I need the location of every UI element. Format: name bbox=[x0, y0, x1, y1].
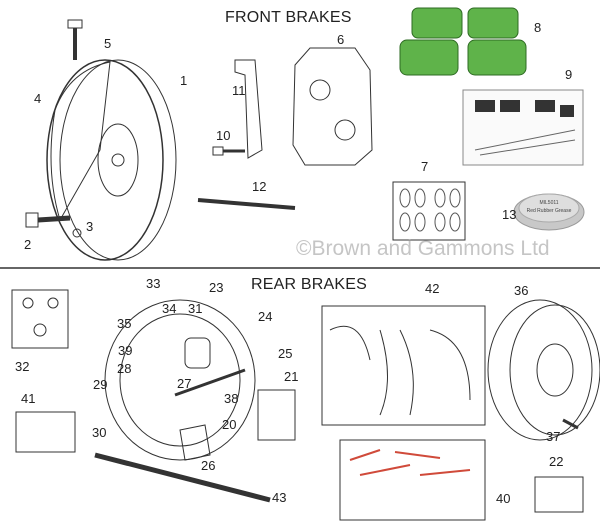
callout-7: 7 bbox=[421, 159, 429, 174]
callout-21: 21 bbox=[284, 369, 299, 384]
fitting-kit-9 bbox=[462, 89, 584, 166]
screw-37 bbox=[562, 418, 579, 430]
callout-37: 37 bbox=[546, 429, 561, 444]
bracket-11 bbox=[234, 59, 263, 159]
callout-36: 36 bbox=[514, 283, 529, 298]
grease-tin-code: MIL5011 bbox=[539, 200, 559, 206]
bolt-5 bbox=[67, 19, 83, 60]
grease-tin-label: Red Rubber Grease bbox=[526, 208, 572, 214]
washer-3 bbox=[72, 228, 82, 238]
callout-38: 38 bbox=[224, 391, 239, 406]
spring-kit-40 bbox=[339, 439, 486, 521]
callout-34: 34 bbox=[162, 301, 177, 316]
callout-31: 31 bbox=[188, 301, 203, 316]
callout-42: 42 bbox=[425, 281, 440, 296]
callout-13: 13 bbox=[502, 207, 517, 222]
callout-43: 43 bbox=[272, 490, 287, 505]
front-brakes-title: FRONT BRAKES bbox=[225, 9, 352, 26]
callout-2: 2 bbox=[24, 237, 32, 252]
grease-tin-13 bbox=[513, 193, 585, 231]
callout-30: 30 bbox=[92, 425, 107, 440]
brake-hose-12 bbox=[197, 198, 296, 210]
adjuster-38 bbox=[174, 368, 246, 397]
caliper-6 bbox=[292, 47, 373, 166]
callout-12: 12 bbox=[252, 179, 267, 194]
callout-33: 33 bbox=[146, 276, 161, 291]
brake-hose-43 bbox=[94, 452, 271, 503]
callout-22: 22 bbox=[549, 454, 564, 469]
callout-40: 40 bbox=[496, 491, 511, 506]
callout-3: 3 bbox=[86, 219, 94, 234]
disc-shield-4 bbox=[50, 61, 111, 222]
brake-pads-8 bbox=[399, 7, 527, 76]
callout-27: 27 bbox=[177, 376, 192, 391]
repair-kit-32 bbox=[11, 289, 69, 349]
callout-28: 28 bbox=[117, 361, 132, 376]
callout-9: 9 bbox=[565, 67, 573, 82]
callout-39: 39 bbox=[118, 343, 133, 358]
wheel-cylinder-31 bbox=[184, 337, 211, 369]
brake-disc-1 bbox=[46, 59, 177, 261]
callout-26: 26 bbox=[201, 458, 216, 473]
callout-5: 5 bbox=[104, 36, 112, 51]
callout-25: 25 bbox=[278, 346, 293, 361]
bolt-10 bbox=[212, 146, 245, 156]
callout-1: 1 bbox=[180, 73, 188, 88]
rear-brakes-title: REAR BRAKES bbox=[251, 276, 368, 293]
backplate-20 bbox=[104, 299, 256, 461]
callout-41: 41 bbox=[21, 391, 36, 406]
callout-10: 10 bbox=[216, 128, 231, 143]
bracket-21 bbox=[257, 389, 296, 441]
callout-4: 4 bbox=[34, 91, 42, 106]
callout-6: 6 bbox=[337, 32, 345, 47]
callout-32: 32 bbox=[15, 359, 30, 374]
kit-22 bbox=[534, 476, 584, 513]
bolt-2 bbox=[25, 212, 71, 228]
callout-35: 35 bbox=[117, 316, 132, 331]
callout-24: 24 bbox=[258, 309, 273, 324]
callout-8: 8 bbox=[534, 20, 542, 35]
callout-11: 11 bbox=[232, 83, 246, 98]
callout-29: 29 bbox=[93, 377, 108, 392]
callout-20: 20 bbox=[222, 417, 237, 432]
lever-26 bbox=[179, 424, 211, 461]
brake-drum-36 bbox=[487, 299, 600, 441]
kit-41 bbox=[15, 411, 76, 453]
callout-23: 23 bbox=[209, 280, 224, 295]
seal-kit-7 bbox=[392, 181, 466, 241]
brake-shoes-42 bbox=[321, 305, 486, 426]
